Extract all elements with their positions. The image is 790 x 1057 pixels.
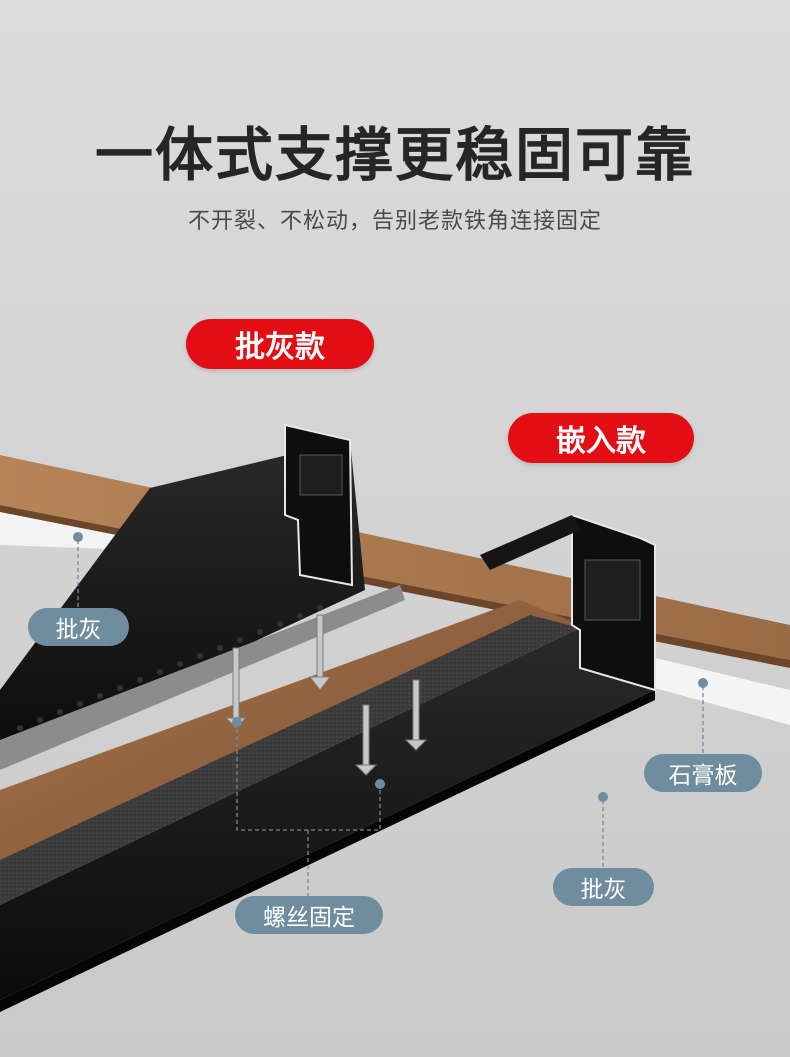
subline: 不开裂、不松动，告别老款铁角连接固定	[187, 209, 602, 234]
headline: 一体式支撑更稳固可靠	[94, 121, 695, 189]
profile-right-body	[0, 628, 655, 1000]
callout-gypsum-board: 石膏板	[644, 754, 762, 792]
perforated-flange	[0, 585, 405, 770]
callout-plaster-left: 批灰	[28, 608, 129, 646]
flange-holes	[17, 605, 323, 731]
felt-strip	[0, 615, 580, 905]
tag-left-style: 批灰款	[186, 319, 374, 369]
tag-right-style: 嵌入款	[508, 413, 694, 463]
callout-plaster-right: 批灰	[553, 868, 654, 906]
profile-left-body	[0, 440, 365, 760]
callout-screw-fixing: 螺丝固定	[235, 896, 383, 934]
screws	[224, 614, 428, 776]
